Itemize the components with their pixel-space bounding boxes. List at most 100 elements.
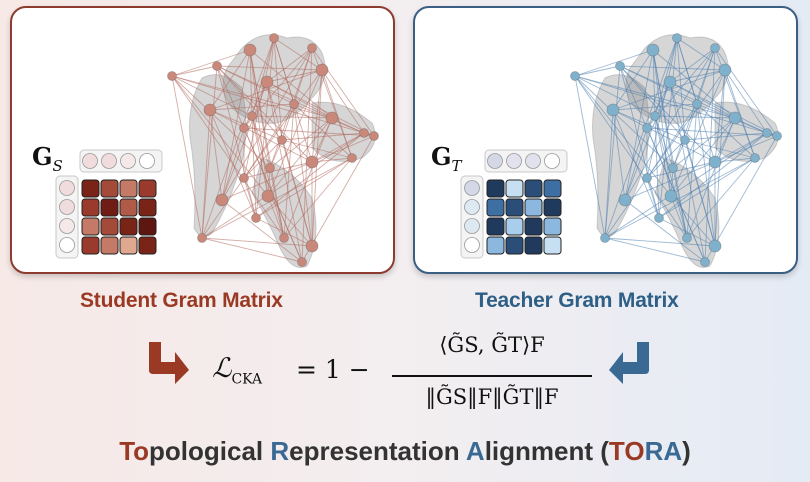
graph-node [289,99,299,109]
matrix-cell [100,217,119,236]
student-down-right-arrow-icon [149,342,189,384]
graph-edge [574,75,656,117]
graph-edge [574,65,621,77]
graph-edge [612,109,626,201]
graph-node [305,155,319,169]
graph-edge [201,65,218,239]
matrix-cell [505,236,524,255]
graph-node [269,33,279,43]
matrix-cell [486,217,505,236]
graph-edge [624,81,671,201]
graph-node [297,257,307,267]
matrix-top-dot [82,153,98,169]
graph-edge [311,157,353,163]
graph-edge [704,47,716,263]
title-part: ) [682,436,691,466]
graph-edge [652,49,672,197]
graph-edge [266,81,333,119]
graph-node [212,61,222,71]
graph-edge [654,115,688,239]
graph-edge [216,65,323,71]
title-part: pological [149,436,271,466]
graph-node [750,153,760,163]
matrix-cell [81,179,100,198]
graph-edge [604,237,706,263]
graph-edge [171,75,333,119]
graph-edge [221,47,313,201]
matrix-cell [138,198,157,217]
graph-edge [604,65,621,239]
graph-node [664,189,678,203]
graph-edge [283,117,333,239]
graph-edge [714,69,726,247]
matrix-top-dot [139,153,155,169]
student-graph-edges [171,37,375,263]
graph-edge [574,75,778,137]
student-panel: GS [10,6,395,274]
title-part: R [270,436,290,466]
graph-edge [251,115,333,119]
graph-edge [619,65,768,134]
title-part: T [608,436,625,466]
graph-edge [281,139,313,247]
matrix-side-dot [464,199,480,215]
graph-edge [266,69,323,83]
graph-edge [281,139,353,159]
graph-edge [619,65,716,163]
graph-edge [654,115,674,169]
graph-edge [669,81,778,137]
matrix-cell [486,236,505,255]
graph-node [642,123,652,133]
graph-edge [267,117,333,197]
graph-edge [604,157,756,239]
graph-edge [714,132,768,163]
graph-edge [221,199,303,263]
graph-edge [619,65,686,141]
graph-edge [171,75,203,239]
tora-title: Topological Representation Alignment (TO… [0,436,810,467]
graph-edge [201,237,313,247]
graph-edge [669,81,736,119]
graph-node [315,63,329,77]
formula-numerator: ⟨G̃S, G̃T⟩F [439,333,545,357]
graph-edge [724,69,768,134]
graph-edge [281,132,365,141]
matrix-cell [524,217,543,236]
matrix-cell [138,179,157,198]
graph-node [762,128,772,138]
graph-edge [604,177,648,239]
graph-edge [658,132,768,219]
graph-edge [658,157,756,219]
graph-edge [251,115,269,197]
graph-edge [251,37,275,117]
graph-node [680,135,690,145]
graph-edge [209,109,313,163]
student-matrix-label: GS [32,142,63,175]
title-part: R [644,436,664,466]
graph-edge [269,139,283,169]
graph-edge [301,47,313,263]
graph-edge [670,117,736,197]
matrix-side-dot [59,237,75,253]
matrix-cell [119,198,138,217]
matrix-cell [100,179,119,198]
graph-edge [686,117,736,239]
graph-edge [216,65,283,141]
formula-equals-one-minus: = 1 − [296,355,370,384]
graph-node [606,103,620,117]
graph-edge [646,103,698,179]
graph-node [203,103,217,117]
formula-denominator: ‖G̃S‖F‖G̃T‖F [425,385,559,409]
graph-edge [574,75,736,119]
formula-lhs: ℒCKA [212,353,263,388]
graph-node [672,33,682,43]
teacher-graph-edges [574,37,778,263]
graph-edge [612,103,698,111]
graph-edge [684,132,768,141]
teacher-panel: GT [413,6,798,274]
graph-edge [293,103,313,247]
matrix-cell [524,179,543,198]
graph-edge [171,49,251,77]
graph-edge [676,37,726,71]
matrix-side-dot [59,180,75,196]
